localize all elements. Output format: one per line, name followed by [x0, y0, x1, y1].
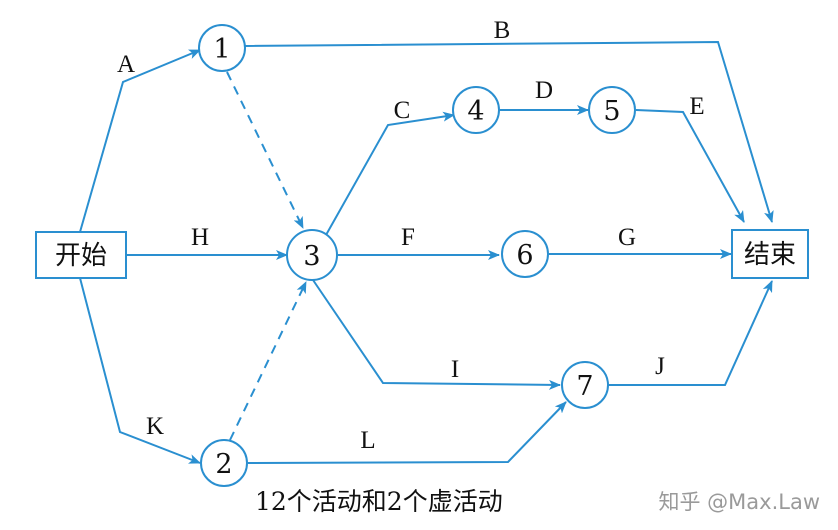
node-4: [452, 86, 500, 134]
node-6: [501, 230, 549, 278]
watermark: 知乎 @Max.Law: [658, 490, 820, 514]
node-6-label: 6: [516, 240, 533, 271]
edge-i: [312, 279, 561, 390]
activity-label-g: G: [618, 224, 636, 251]
node-2-label: 2: [215, 449, 232, 480]
dummy-edge-2-3: [229, 281, 307, 441]
edge-b: [244, 40, 774, 223]
start-label: 开始: [55, 241, 107, 271]
edge-a: [79, 49, 201, 233]
node-7-label: 7: [576, 371, 593, 402]
activity-label-f: F: [401, 224, 415, 251]
diagram-caption: 12个活动和2个虚活动: [255, 487, 503, 516]
node-1: [198, 24, 246, 72]
activity-label-e: E: [689, 93, 704, 120]
activity-label-a: A: [117, 51, 135, 78]
end-box: [731, 229, 809, 279]
activity-label-d: D: [535, 77, 553, 104]
node-5-label: 5: [603, 96, 620, 127]
edge-k: [79, 277, 201, 464]
end-label: 结束: [744, 240, 796, 270]
activity-label-k: K: [146, 413, 164, 440]
edge-l: [247, 401, 567, 464]
activity-label-i: I: [451, 356, 459, 383]
start-box: [35, 231, 127, 279]
activity-label-l: L: [360, 427, 375, 454]
node-3-label: 3: [303, 241, 320, 272]
activity-label-j: J: [655, 353, 665, 380]
edge-c: [325, 111, 455, 236]
dummy-edge-1-3: [226, 71, 304, 229]
edge-e: [635, 109, 745, 223]
node-4-label: 4: [467, 96, 484, 127]
activity-label-c: C: [394, 97, 411, 124]
edge-j: [608, 280, 773, 386]
node-1-label: 1: [213, 34, 230, 65]
activity-label-b: B: [494, 17, 511, 44]
node-3: [286, 229, 338, 281]
node-5: [588, 86, 636, 134]
node-7: [561, 361, 609, 409]
node-2: [200, 439, 248, 487]
activity-label-h: H: [191, 224, 209, 251]
